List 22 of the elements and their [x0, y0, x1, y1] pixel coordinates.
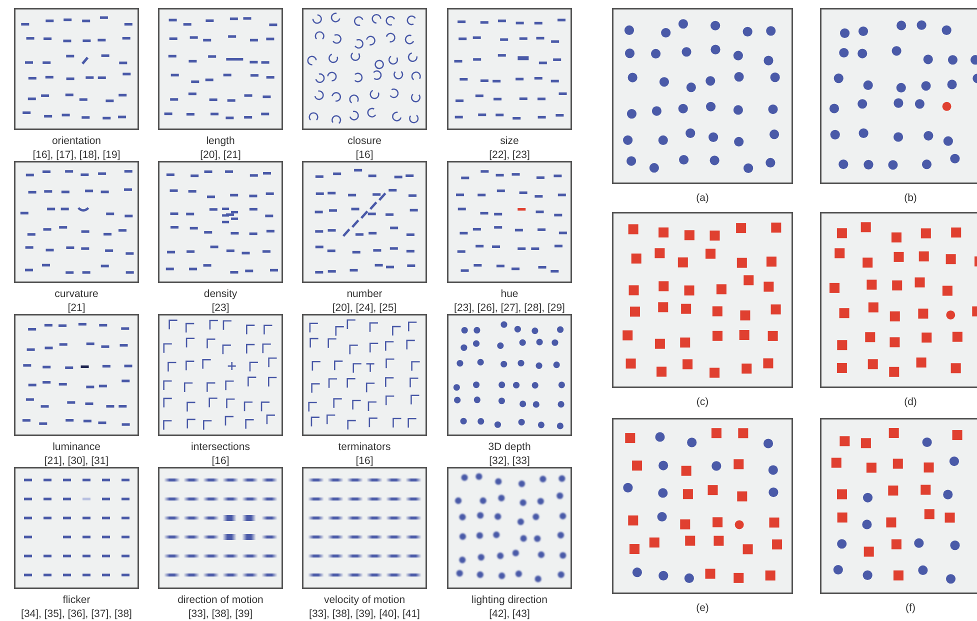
- panel-label: (d): [903, 396, 918, 409]
- panel-label: (c): [695, 396, 710, 409]
- feature-name: curvature: [54, 288, 100, 301]
- feature-name: size: [499, 135, 520, 148]
- feature-name: direction of motion: [176, 594, 264, 607]
- feature-name: density: [202, 288, 238, 301]
- feature-name: velocity of motion: [322, 594, 406, 607]
- feature-name: flicker: [62, 594, 92, 607]
- feature-name: lighting direction: [470, 594, 548, 607]
- panel-label: (b): [903, 192, 918, 205]
- panel-label: (f): [904, 602, 916, 615]
- feature-name: orientation: [50, 135, 102, 148]
- feature-name: 3D depth: [487, 441, 532, 454]
- panel-label: (e): [695, 602, 710, 615]
- feature-name: closure: [346, 135, 382, 148]
- feature-name: number: [346, 288, 384, 301]
- feature-name: length: [205, 135, 236, 148]
- feature-name: terminators: [337, 441, 392, 454]
- feature-name: luminance: [52, 441, 102, 454]
- feature-name: intersections: [190, 441, 251, 454]
- feature-name: hue: [500, 288, 520, 301]
- panel-label: (a): [695, 192, 710, 205]
